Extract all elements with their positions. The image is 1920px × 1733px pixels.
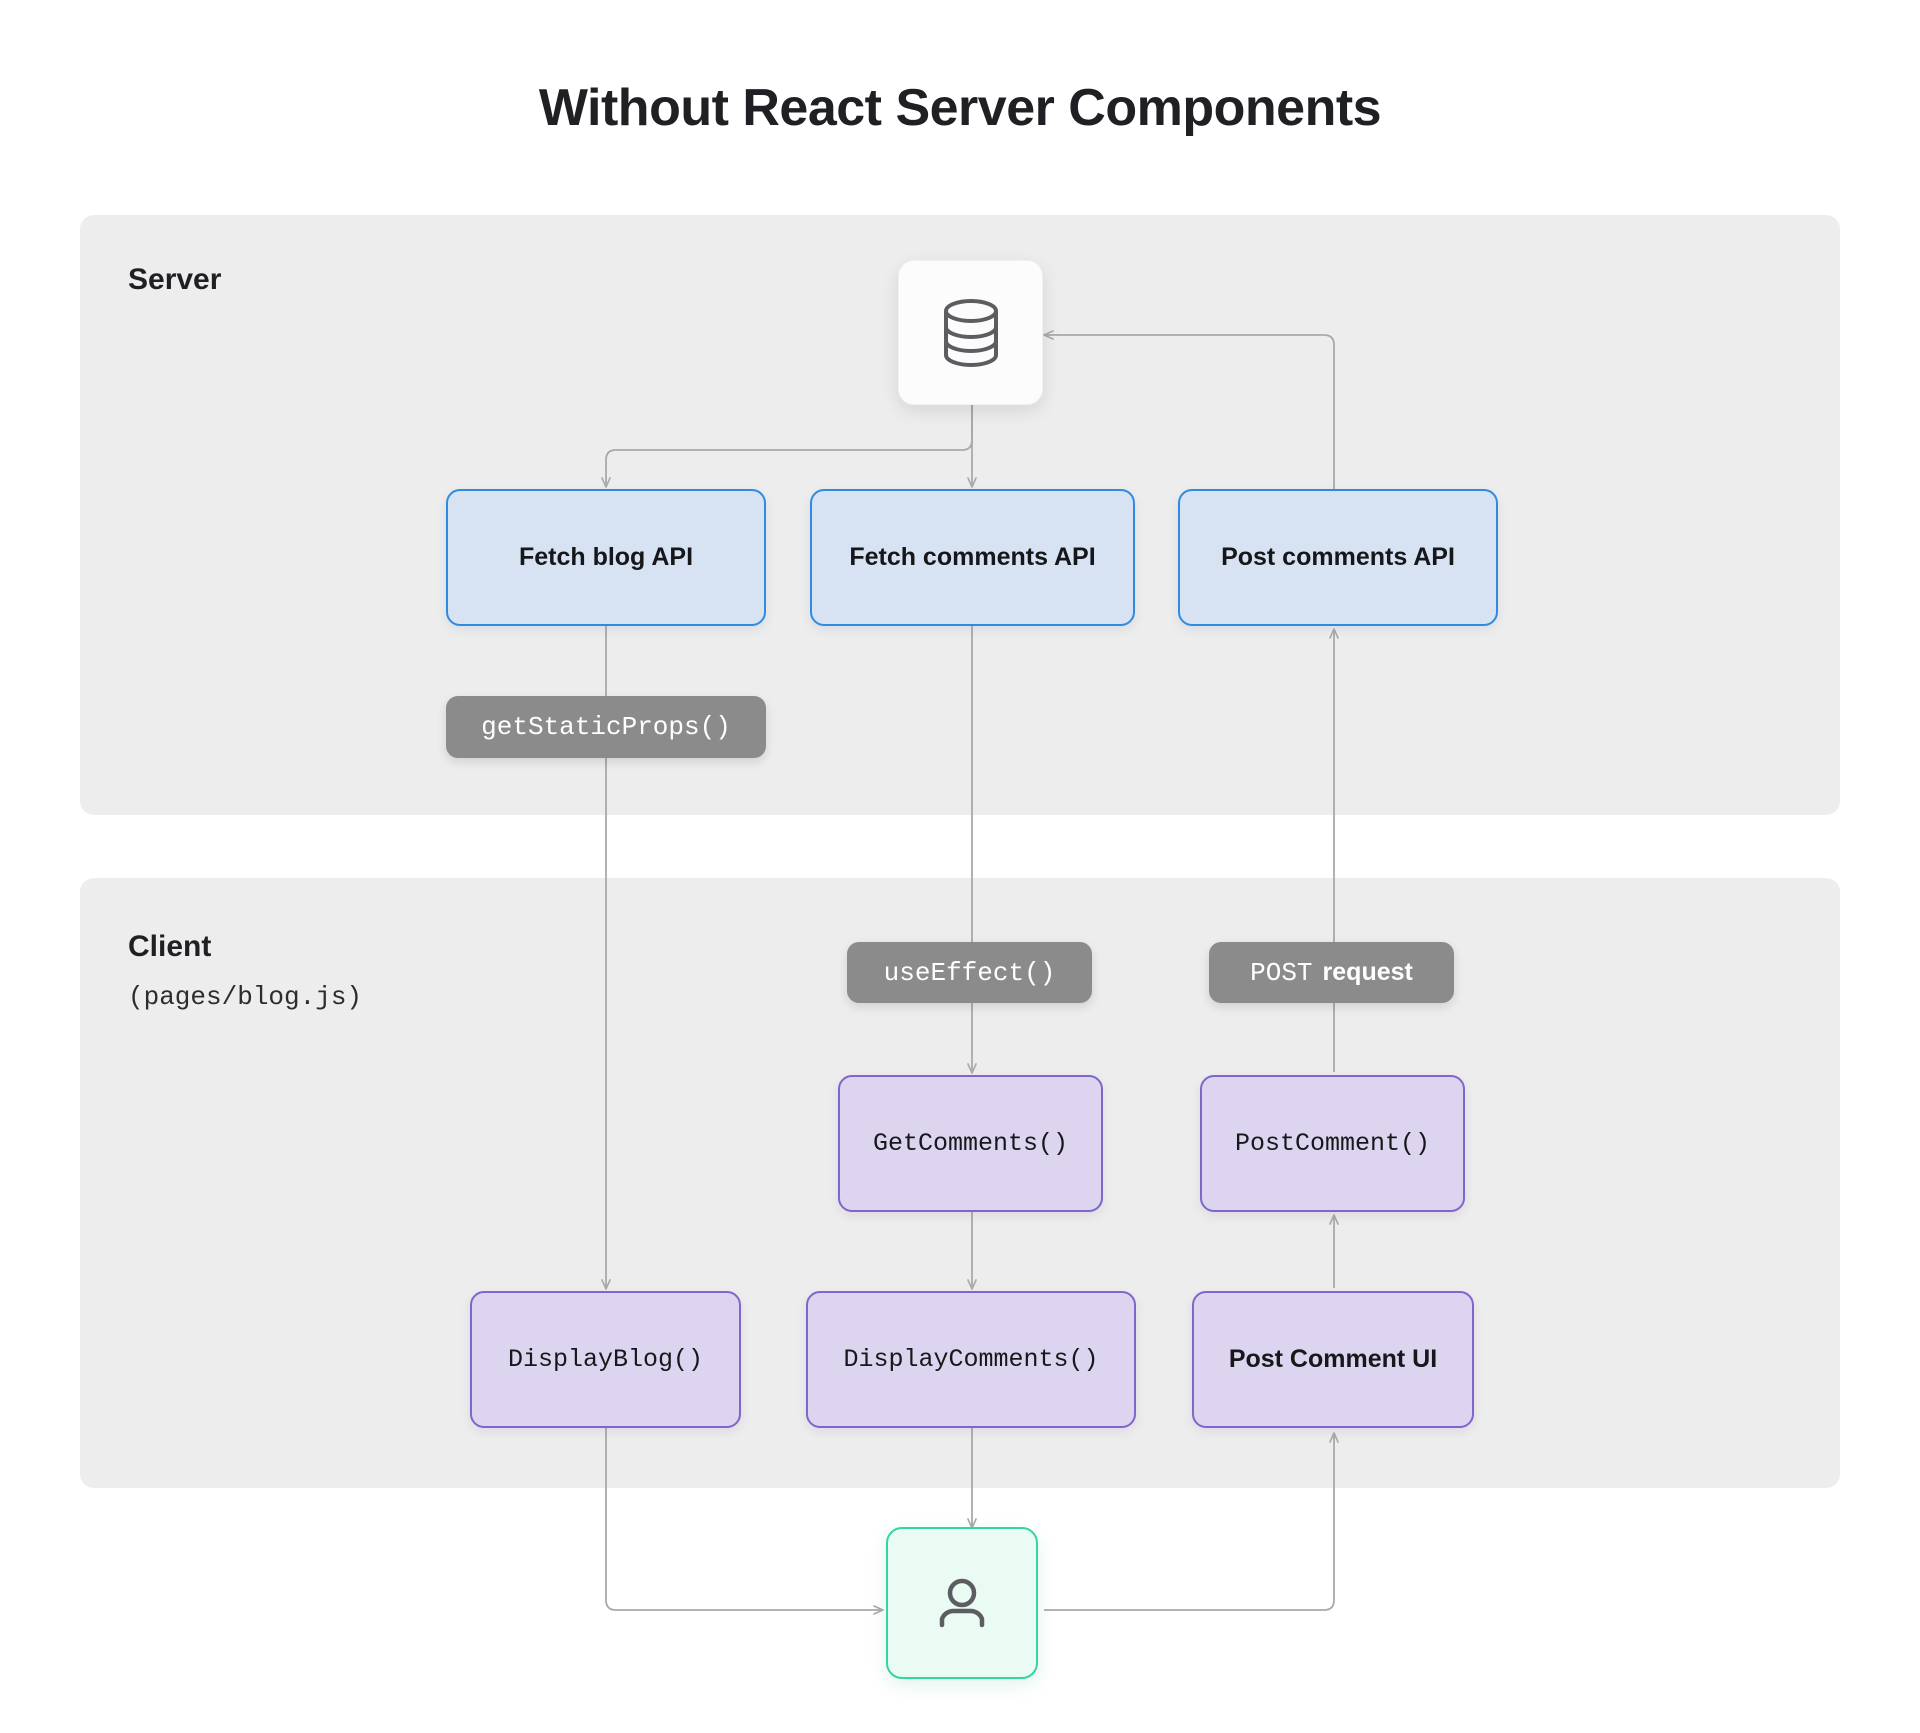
database-icon: [943, 298, 998, 367]
pill-label: POST: [1250, 957, 1313, 988]
node-display-blog[interactable]: DisplayBlog(): [470, 1291, 741, 1428]
database-node: [898, 260, 1043, 405]
pill-label-bold: request: [1322, 958, 1413, 986]
node-label: Fetch blog API: [518, 543, 694, 571]
client-panel-label: Client: [128, 930, 212, 963]
server-panel-label: Server: [128, 263, 222, 296]
user-node: [886, 1527, 1038, 1679]
node-post-comments-api[interactable]: Post comments API: [1178, 489, 1498, 626]
node-label: Post Comment UI: [1228, 1345, 1438, 1373]
node-label: Post comments API: [1221, 543, 1455, 571]
node-label: Fetch comments API: [849, 543, 1096, 571]
node-label: DisplayBlog(): [507, 1345, 704, 1374]
page-title: Without React Server Components: [538, 79, 1382, 137]
pill-label: getStaticProps(): [481, 712, 731, 742]
node-fetch-blog-api[interactable]: Fetch blog API: [446, 489, 766, 626]
node-label: GetComments(): [872, 1129, 1069, 1158]
node-display-comments[interactable]: DisplayComments(): [806, 1291, 1136, 1428]
pill-label: useEffect(): [883, 957, 1056, 988]
pill-post-request[interactable]: POST request: [1209, 942, 1454, 1003]
pill-use-effect[interactable]: useEffect(): [847, 942, 1092, 1003]
node-post-comment-ui[interactable]: Post Comment UI: [1192, 1291, 1474, 1428]
node-get-comments[interactable]: GetComments(): [838, 1075, 1103, 1212]
node-post-comment[interactable]: PostComment(): [1200, 1075, 1465, 1212]
node-label: PostComment(): [1234, 1129, 1431, 1158]
user-icon: [939, 1578, 985, 1628]
node-label: DisplayComments(): [843, 1345, 1099, 1374]
client-panel-file-label: (pages/blog.js): [128, 982, 363, 1012]
node-fetch-comments-api[interactable]: Fetch comments API: [810, 489, 1135, 626]
pill-get-static-props[interactable]: getStaticProps(): [446, 696, 766, 758]
